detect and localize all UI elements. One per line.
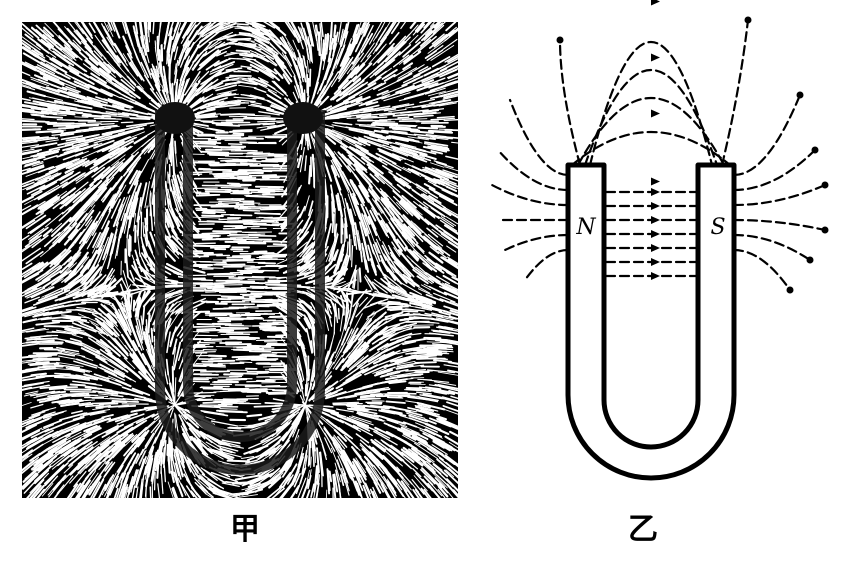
field-arrow <box>651 258 660 266</box>
magnet-silhouette <box>155 102 325 475</box>
field-arrow <box>651 272 660 280</box>
line-end-dot <box>806 256 814 264</box>
north-pole-blob <box>155 102 195 134</box>
line-end-dot <box>796 91 804 99</box>
left-flare-line <box>523 248 570 282</box>
left-flare-line <box>496 148 570 192</box>
field-arrow <box>651 0 660 6</box>
left-flare-line <box>490 183 570 207</box>
field-arrow <box>651 244 660 252</box>
caption-yi: 乙 <box>628 512 658 547</box>
outer-arc <box>588 40 714 167</box>
iron-filings-photo <box>22 22 458 498</box>
right-top-flare <box>720 18 750 167</box>
line-end-dot <box>821 226 829 234</box>
south-pole-label: S <box>710 215 725 240</box>
horseshoe-magnet <box>565 162 737 481</box>
right-flare-line <box>732 248 792 292</box>
left-flare-line <box>503 233 570 252</box>
right-flare-line <box>732 233 812 262</box>
caption-jia: 甲 <box>230 512 260 547</box>
field-arrow <box>651 230 660 238</box>
field-arrow <box>651 202 660 210</box>
field-arrow <box>651 109 660 118</box>
line-end-dot <box>786 286 794 294</box>
line-end-dot <box>556 36 564 44</box>
field-arrow <box>651 53 660 62</box>
left-top-flare <box>558 38 582 167</box>
south-pole-blob <box>283 102 323 134</box>
field-arrow <box>651 188 660 196</box>
north-pole-label: N <box>575 215 596 240</box>
right-flare-line <box>732 218 827 232</box>
right-flare-line <box>732 148 817 192</box>
right-flare-line <box>732 93 802 177</box>
magnet-outline <box>155 110 325 475</box>
right-flare-line <box>732 183 827 207</box>
field-arrow <box>651 216 660 224</box>
line-end-dot <box>821 181 829 189</box>
field-lines <box>490 0 829 294</box>
field-arrow <box>651 177 660 186</box>
magnet-field-diagram: N S <box>490 0 829 481</box>
line-end-dot <box>744 16 752 24</box>
line-end-dot <box>811 146 819 154</box>
left-flare-line <box>508 98 570 177</box>
